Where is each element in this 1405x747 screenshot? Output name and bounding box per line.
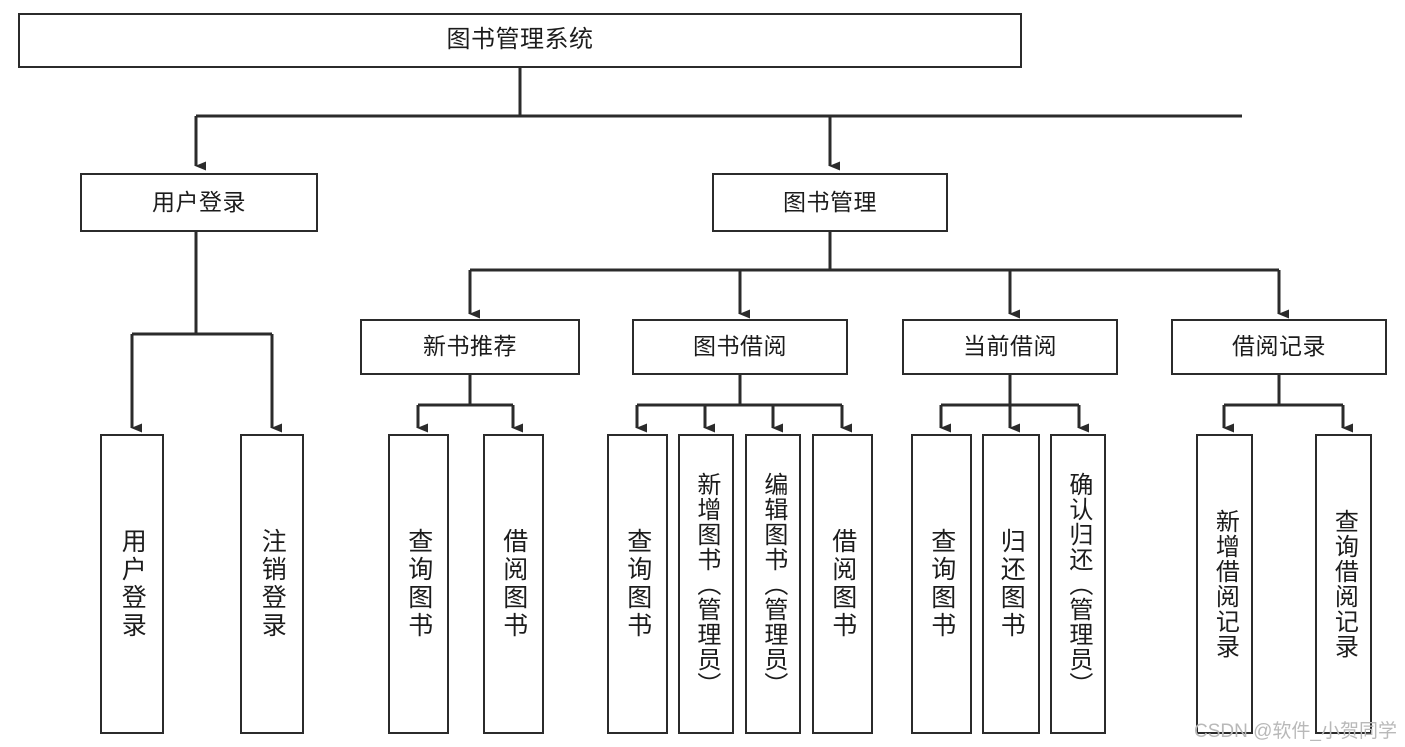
node-leaf-logout-label: 注销登录 [258, 528, 287, 640]
node-new-book-rec-label: 新书推荐 [423, 333, 517, 360]
node-new-book-rec[interactable]: 新书推荐 [360, 319, 580, 375]
node-leaf-confirm-return-label: 确认归还（管理员） [1064, 471, 1092, 697]
node-leaf-user-login-label: 用户登录 [118, 528, 147, 640]
node-leaf-query-book-2[interactable]: 查询图书 [607, 434, 668, 734]
node-user-login[interactable]: 用户登录 [80, 173, 318, 232]
node-book-manage[interactable]: 图书管理 [712, 173, 948, 232]
node-leaf-query-record-label: 查询借阅记录 [1330, 509, 1358, 659]
node-leaf-add-book[interactable]: 新增图书（管理员） [678, 434, 734, 734]
node-leaf-edit-book-label: 编辑图书（管理员） [759, 471, 787, 697]
node-borrow-record-label: 借阅记录 [1232, 333, 1326, 360]
node-leaf-borrow-book-2-label: 借阅图书 [828, 528, 857, 640]
node-book-manage-label: 图书管理 [783, 188, 877, 215]
watermark-text: CSDN @软件_小贺同学 [1194, 721, 1397, 742]
node-leaf-query-book-3[interactable]: 查询图书 [911, 434, 972, 734]
node-leaf-add-record-label: 新增借阅记录 [1211, 509, 1239, 659]
node-leaf-return-book[interactable]: 归还图书 [982, 434, 1040, 734]
node-borrow-record[interactable]: 借阅记录 [1171, 319, 1387, 375]
node-book-borrow[interactable]: 图书借阅 [632, 319, 848, 375]
node-leaf-add-record[interactable]: 新增借阅记录 [1196, 434, 1253, 734]
node-leaf-return-book-label: 归还图书 [997, 528, 1026, 640]
node-leaf-query-record[interactable]: 查询借阅记录 [1315, 434, 1372, 734]
node-leaf-confirm-return[interactable]: 确认归还（管理员） [1050, 434, 1106, 734]
node-leaf-query-book-2-label: 查询图书 [623, 528, 652, 640]
node-leaf-add-book-label: 新增图书（管理员） [692, 471, 720, 697]
node-leaf-borrow-book-1[interactable]: 借阅图书 [483, 434, 544, 734]
node-leaf-query-book-3-label: 查询图书 [927, 528, 956, 640]
node-user-login-label: 用户登录 [152, 188, 246, 215]
node-leaf-logout[interactable]: 注销登录 [240, 434, 304, 734]
node-leaf-edit-book[interactable]: 编辑图书（管理员） [745, 434, 801, 734]
node-leaf-query-book-1-label: 查询图书 [404, 528, 433, 640]
node-root-system[interactable]: 图书管理系统 [18, 13, 1022, 68]
node-root-system-label: 图书管理系统 [446, 26, 594, 54]
node-book-borrow-label: 图书借阅 [693, 333, 787, 360]
node-leaf-borrow-book-1-label: 借阅图书 [499, 528, 528, 640]
node-current-borrow-label: 当前借阅 [963, 333, 1057, 360]
node-leaf-borrow-book-2[interactable]: 借阅图书 [812, 434, 873, 734]
node-leaf-user-login[interactable]: 用户登录 [100, 434, 164, 734]
node-leaf-query-book-1[interactable]: 查询图书 [388, 434, 449, 734]
node-current-borrow[interactable]: 当前借阅 [902, 319, 1118, 375]
